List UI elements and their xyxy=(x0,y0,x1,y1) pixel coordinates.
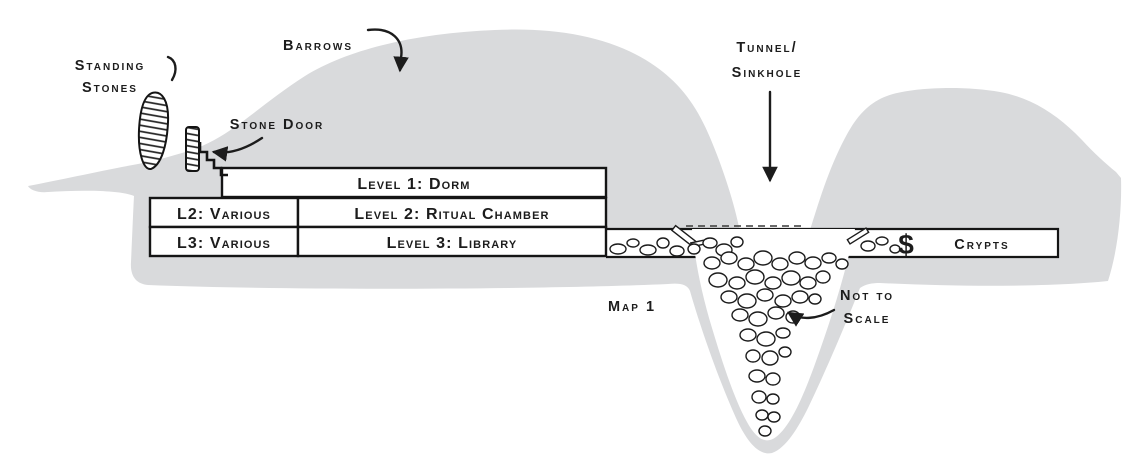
level2-label: Level 2: Ritual Chamber xyxy=(354,206,549,223)
treasure-symbol: $ xyxy=(898,229,914,260)
not-to-scale-label-line2: Scale xyxy=(844,311,891,327)
level3-label: Level 3: Library xyxy=(387,235,518,252)
barrows-label: Barrows xyxy=(283,38,353,54)
barrows-arrow xyxy=(366,28,409,73)
level3-box xyxy=(296,225,608,258)
level2-box xyxy=(296,196,608,229)
standing-stones-label-line1: Standing xyxy=(75,58,145,74)
tunnel-label-line1: Tunnel/ xyxy=(736,40,797,56)
level1-label: Level 1: Dorm xyxy=(357,176,470,193)
not-to-scale-label-line1: Not to xyxy=(840,288,894,304)
stone-door-label: Stone Door xyxy=(230,117,325,133)
not-to-scale-arrow xyxy=(787,308,836,327)
crypts-label: Crypts xyxy=(954,237,1009,253)
level3-side-label: L3: Various xyxy=(177,235,271,252)
tunnel-label-line2: Sinkhole xyxy=(732,65,803,81)
stone-door-slab xyxy=(185,126,200,172)
standing-stone xyxy=(137,91,170,170)
map-label: Map 1 xyxy=(608,299,656,315)
level3-side-box xyxy=(148,225,300,258)
rubble-rocks xyxy=(609,224,901,437)
stone-door-arrow xyxy=(211,136,264,162)
standing-stones-label-line2: Stones xyxy=(82,80,138,96)
level2-side-label: L2: Various xyxy=(177,206,271,223)
standing-stones-leader xyxy=(166,55,177,82)
